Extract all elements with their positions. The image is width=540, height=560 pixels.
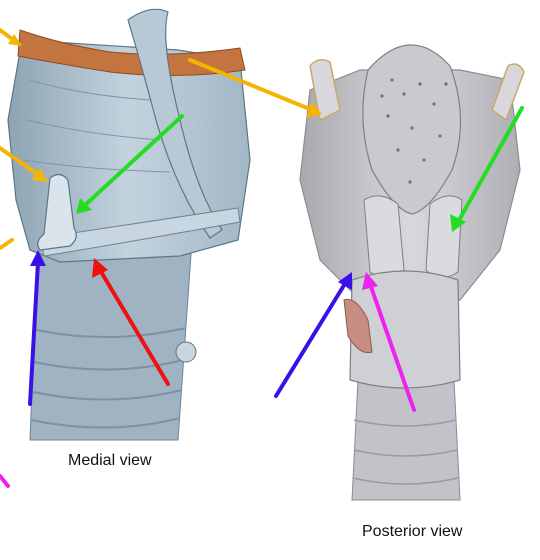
green-arrow-medial bbox=[76, 114, 184, 214]
magenta-arrow-offscreen bbox=[0, 474, 10, 488]
orange-arrow-superior-horn bbox=[188, 58, 322, 118]
medial-view-caption: Medial view bbox=[68, 452, 152, 469]
green-arrow-posterior bbox=[450, 106, 524, 232]
posterior-view-illustration bbox=[299, 44, 525, 501]
posterior-view-caption: Posterior view bbox=[362, 523, 463, 540]
red-arrow-medial bbox=[92, 258, 170, 386]
orange-arrow-arytenoid bbox=[0, 146, 48, 182]
medial-view-illustration bbox=[7, 8, 251, 441]
blue-arrow-posterior bbox=[274, 272, 352, 398]
blue-arrow-medial bbox=[28, 250, 46, 406]
orange-arrow-lower bbox=[0, 238, 14, 250]
arrows bbox=[0, 28, 524, 488]
magenta-arrow-posterior bbox=[362, 272, 416, 412]
orange-arrow-hyoid bbox=[0, 28, 22, 46]
